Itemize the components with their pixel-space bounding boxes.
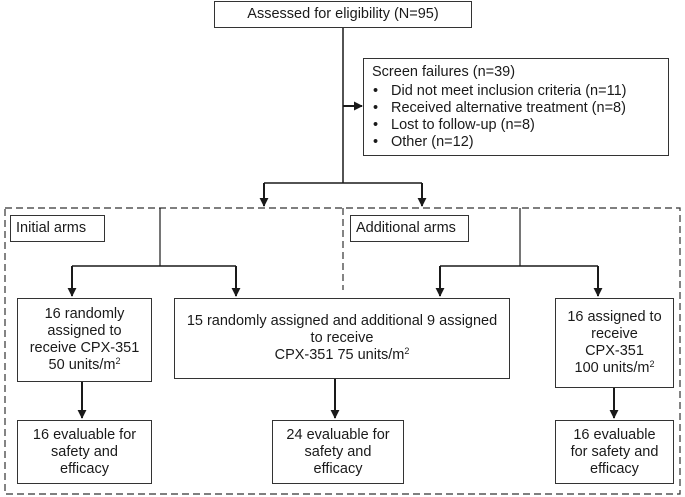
outcome-50-line2: safety and [51, 443, 118, 460]
outcome-50-line1: 16 evaluable for [32, 426, 137, 443]
arm-100-line1: 16 assigned to [567, 309, 662, 325]
arm-75-line1: 15 randomly assigned and additional 9 as… [186, 313, 498, 329]
outcome-75-box: 24 evaluable for safety and efficacy [272, 420, 404, 484]
outcome-75-line1: 24 evaluable for [286, 426, 390, 443]
screen-failure-item: Did not meet inclusion criteria (n=11) [372, 83, 660, 100]
screen-failure-item: Other (n=12) [372, 134, 660, 151]
initial-arms-label: Initial arms [16, 220, 87, 236]
arm-50-line2: assigned to [47, 323, 122, 339]
arm-100-dose: 100 units/m2 [574, 359, 655, 377]
arm-50-line3: receive CPX-351 [29, 340, 140, 356]
screen-failure-item: Lost to follow-up (n=8) [372, 117, 660, 134]
screen-failure-item: Received alternative treatment (n=8) [372, 100, 660, 117]
outcome-75-line3: efficacy [313, 460, 363, 477]
outcome-100-box: 16 evaluable for safety and efficacy [555, 420, 674, 484]
arm-75-box: 15 randomly assigned and additional 9 as… [174, 298, 510, 379]
eligibility-text: Assessed for eligibility (N=95) [247, 6, 439, 22]
outcome-50-line3: efficacy [60, 460, 109, 477]
initial-arms-label-box: Initial arms [10, 215, 105, 242]
arm-50-dose: 50 units/m2 [48, 356, 121, 374]
arm-100-box: 16 assigned to receive CPX-351 100 units… [555, 298, 674, 388]
arm-75-dose: CPX-351 75 units/m2 [274, 346, 410, 364]
outcome-50-box: 16 evaluable for safety and efficacy [17, 420, 152, 484]
arm-50-line1: 16 randomly [44, 306, 125, 322]
additional-arms-label-box: Additional arms [350, 215, 469, 242]
outcome-75-line2: safety and [304, 443, 372, 460]
outcome-100-line2: for safety and [570, 443, 659, 460]
outcome-100-line3: efficacy [590, 460, 639, 477]
eligibility-box: Assessed for eligibility (N=95) [214, 1, 472, 28]
screen-failures-list: Did not meet inclusion criteria (n=11) R… [372, 83, 660, 151]
arm-100-line2: receive [591, 326, 638, 342]
outcome-100-line1: 16 evaluable [573, 426, 656, 443]
arm-100-line3: CPX-351 [585, 343, 644, 359]
arms-dashed-frame [4, 207, 681, 495]
screen-failures-box: Screen failures (n=39) Did not meet incl… [363, 58, 669, 156]
screen-failures-title: Screen failures (n=39) [372, 64, 516, 80]
arm-75-line2: to receive [310, 330, 374, 346]
additional-arms-label: Additional arms [356, 220, 456, 236]
arm-50-box: 16 randomly assigned to receive CPX-351 … [17, 298, 152, 382]
